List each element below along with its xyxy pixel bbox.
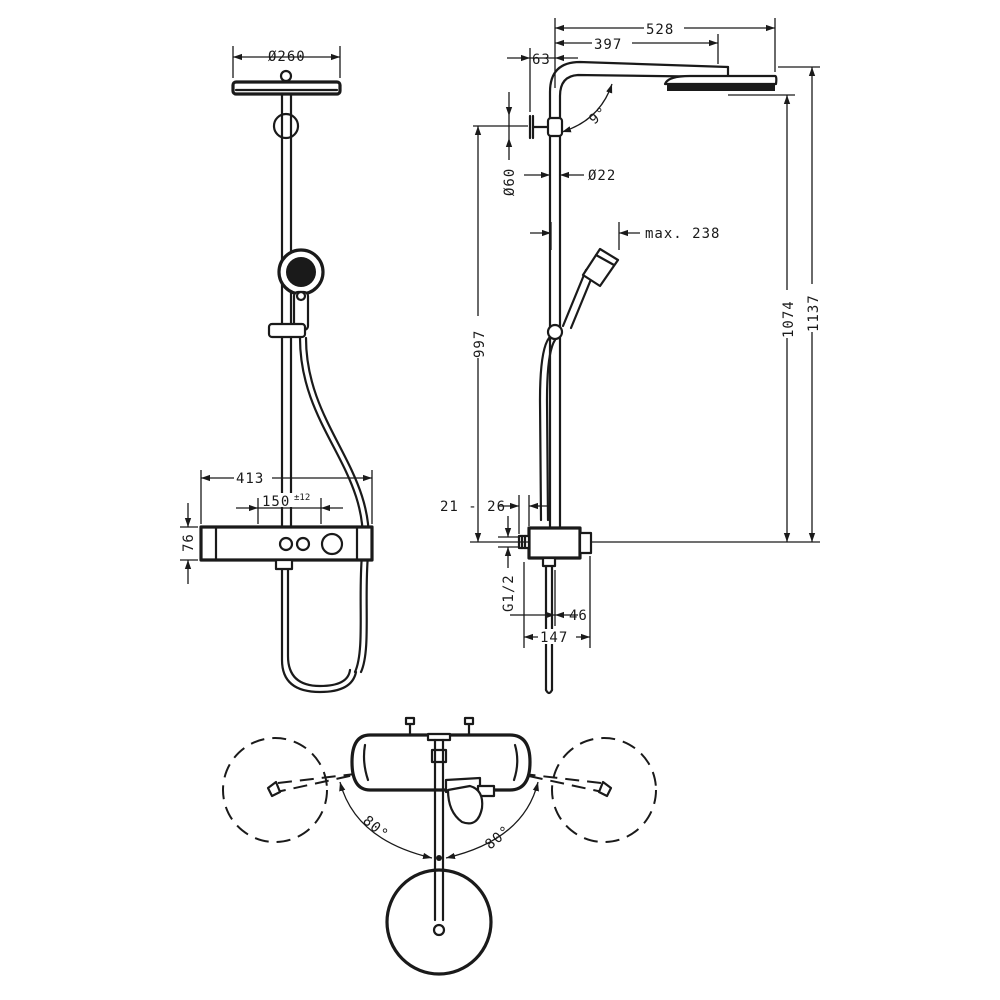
label-thread: G1/2: [501, 574, 517, 612]
dim-height-997: 997: [470, 126, 528, 543]
front-hose: [280, 336, 371, 694]
dim-head-diameter: Ø260: [232, 46, 341, 78]
label-pipe-diameter: Ø22: [588, 168, 616, 184]
dim-offset: 63: [507, 48, 578, 112]
front-riser-pipe: [272, 92, 300, 529]
top-swing-circle-right: [551, 737, 657, 843]
top-thermostat: [350, 716, 532, 798]
dim-angle: 9°: [561, 83, 613, 133]
label-height-1074: 1074: [781, 300, 797, 338]
front-view: Ø260: [180, 46, 374, 694]
side-thermostat: [517, 526, 593, 568]
side-hand-shower: [546, 247, 620, 341]
label-arm-reach: 397: [594, 37, 622, 53]
dim-handshower: max. 238: [530, 222, 720, 250]
side-hose: [538, 336, 557, 695]
dim-bracket-diameter: Ø60: [473, 92, 528, 196]
front-hand-shower: [267, 248, 325, 339]
label-depth-147: 147: [540, 630, 568, 646]
dim-thread: G1/2: [498, 516, 518, 612]
dim-height-1074: 1074: [592, 94, 820, 543]
label-handshower: max. 238: [645, 226, 720, 242]
label-wall-range: 21 - 26: [440, 499, 506, 515]
dim-height: 76: [180, 503, 198, 584]
top-view: 80° 80°: [222, 716, 657, 976]
dim-overall-reach: 528: [554, 18, 776, 88]
label-angle: 9°: [586, 104, 611, 128]
label-bracket-diameter: Ø60: [502, 168, 518, 196]
label-height-1137: 1137: [806, 294, 822, 332]
label-overall-reach: 528: [646, 22, 674, 38]
label-head-diameter: Ø260: [268, 49, 306, 65]
dim-pipe-diameter: Ø22: [524, 168, 616, 184]
top-hand-shower: [446, 784, 484, 825]
top-head-shower: [385, 868, 493, 976]
side-wall-bracket: [528, 114, 564, 140]
top-swing-circle-left: [222, 737, 328, 843]
dim-height-1137: 1137: [778, 66, 822, 542]
dim-spacing: 150 ±12: [236, 493, 343, 524]
dim-width: 413: [200, 469, 373, 524]
top-shower-arm: [432, 738, 446, 937]
dim-wall-range: 21 - 26: [440, 495, 550, 534]
dim-depth: 46 147: [510, 556, 591, 648]
label-offset: 63: [532, 52, 551, 68]
label-width: 413: [236, 471, 264, 487]
label-height: 76: [181, 533, 197, 552]
side-head-shower: [663, 74, 778, 91]
dim-angle-left: 80°: [339, 781, 433, 860]
label-angle-left: 80°: [359, 813, 391, 843]
label-spacing-tolerance: ±12: [294, 493, 310, 503]
label-depth-46: 46: [569, 608, 588, 624]
front-head-shower: [231, 69, 342, 96]
label-angle-right: 80°: [482, 823, 514, 853]
dim-arm-reach: 397: [555, 34, 719, 64]
front-thermostat: [199, 525, 374, 571]
side-view: 528 397 63 9° Ø60: [440, 18, 822, 695]
label-spacing: 150: [262, 494, 290, 510]
label-height-997: 997: [472, 330, 488, 358]
